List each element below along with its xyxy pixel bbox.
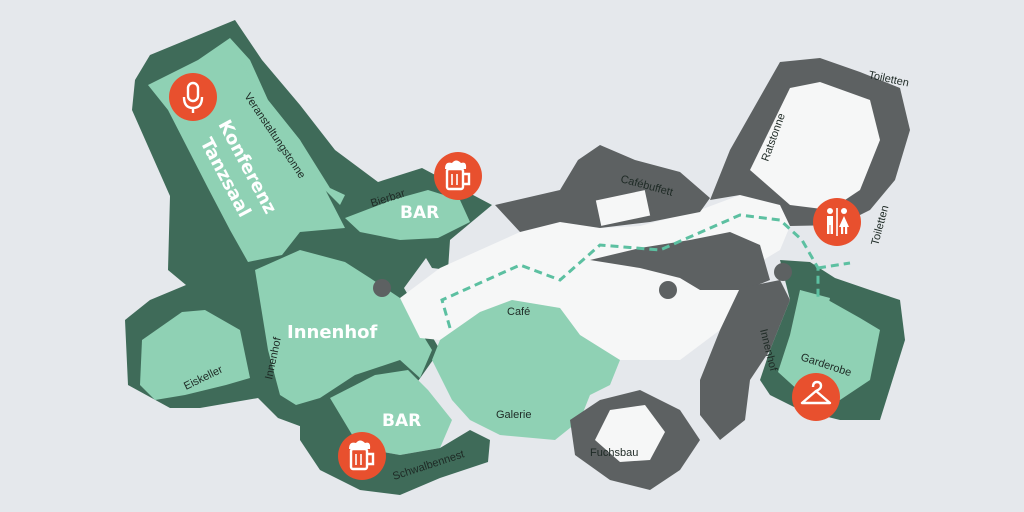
label-innenhof: Innenhof (287, 322, 378, 343)
route-branch (817, 261, 851, 270)
microphone-icon[interactable] (169, 73, 217, 121)
room-eiskeller (140, 310, 250, 400)
label-bar-bottom: BAR (382, 411, 421, 431)
beer-mug-icon[interactable] (434, 152, 482, 200)
room-bierbar (345, 190, 470, 240)
room-fuchsbau-inner (595, 405, 665, 462)
beer-mug-icon[interactable] (338, 432, 386, 480)
pillar (373, 279, 391, 297)
stair-block (595, 190, 651, 226)
room-ratstonne (750, 82, 880, 210)
room-innenhof (255, 250, 432, 405)
label-toiletten-right: Toiletten (869, 204, 891, 247)
label-bar-top: BAR (400, 203, 439, 223)
room-garderobe (778, 290, 880, 400)
wall-right-innenhof (700, 280, 790, 440)
restroom-icon[interactable] (813, 198, 861, 246)
room-garderobe-nook (800, 290, 830, 320)
room-cafe-galerie (432, 300, 620, 440)
wall-middle-block (590, 232, 770, 290)
room-veranstaltungstonne (240, 62, 345, 205)
label-galerie: Galerie (496, 409, 531, 421)
label-cafe: Café (507, 306, 530, 318)
label-fuchsbau: Fuchsbau (590, 447, 638, 459)
pillar (659, 281, 677, 299)
pillar (774, 263, 792, 281)
wall-cafebuffett (495, 145, 710, 232)
coat-hanger-icon[interactable] (792, 373, 840, 421)
